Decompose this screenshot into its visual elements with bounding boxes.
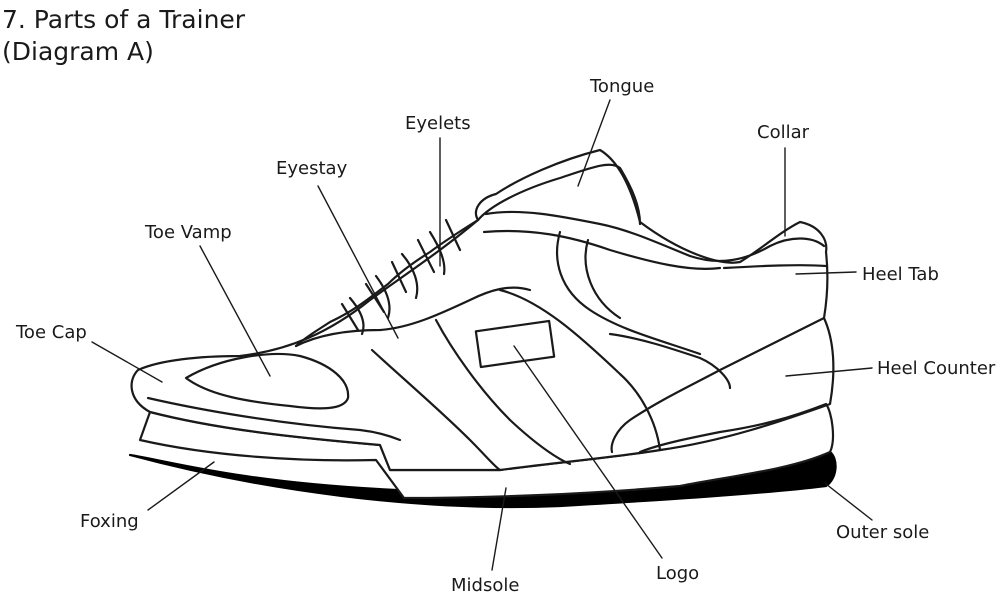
label-eyelets: Eyelets: [405, 113, 471, 134]
toe-cap-shape: [146, 396, 402, 442]
label-toe-vamp: Toe Vamp: [145, 222, 232, 243]
side-stripe-2: [434, 318, 572, 466]
title-line-2: (Diagram A): [2, 37, 154, 66]
diagram-title: 7. Parts of a Trainer (Diagram A): [2, 4, 245, 68]
label-logo: Logo: [656, 563, 700, 584]
label-midsole: Midsole: [451, 575, 520, 596]
eyestay-shape: [294, 286, 532, 348]
eyelets-shape: [294, 218, 480, 348]
leader-outer-sole: [825, 483, 873, 521]
label-tongue: Tongue: [590, 76, 655, 97]
leader-midsole: [491, 487, 507, 571]
label-eyestay: Eyestay: [276, 158, 348, 179]
leader-toe-vamp: [199, 245, 271, 377]
leader-foxing: [147, 461, 215, 511]
tongue-shape: [476, 163, 642, 226]
side-stripe-1: [370, 348, 502, 472]
leader-tongue: [577, 99, 611, 187]
leader-heel-counter: [785, 367, 873, 377]
label-heel-tab: Heel Tab: [862, 264, 939, 285]
toe-vamp-shape: [184, 353, 350, 410]
logo-box: [474, 319, 556, 369]
leader-logo: [513, 345, 663, 559]
leader-heel-tab: [795, 271, 857, 275]
label-collar: Collar: [757, 122, 810, 143]
label-outer-sole: Outer sole: [836, 522, 930, 543]
label-heel-counter: Heel Counter: [877, 358, 996, 379]
collar-shape: [688, 237, 826, 262]
heel-counter-shape: [610, 316, 826, 454]
upper-outline: [130, 148, 835, 472]
title-line-1: 7. Parts of a Trainer: [2, 5, 246, 34]
leader-eyestay: [317, 185, 399, 339]
leader-toe-cap: [91, 341, 163, 383]
label-foxing: Foxing: [80, 511, 139, 532]
label-toe-cap: Toe Cap: [16, 322, 87, 343]
